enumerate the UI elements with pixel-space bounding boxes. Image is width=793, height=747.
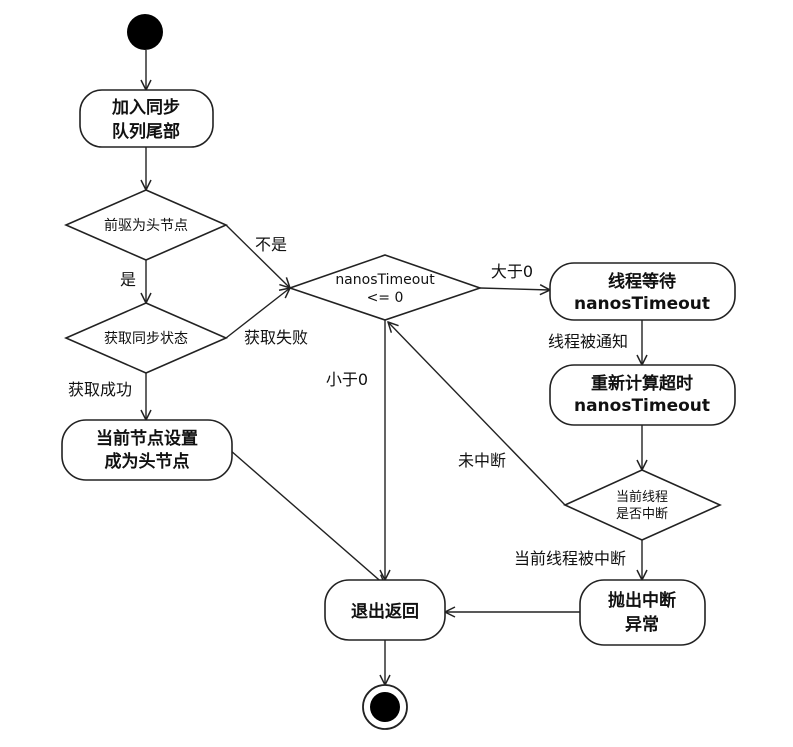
label-thread-notified: 线程被通知 [548,332,628,351]
recalc-timeout-node: 重新计算超时 nanosTimeout [549,364,736,426]
set-head-line-1: 当前节点设置 [96,428,198,449]
label-less-than-zero: 小于0 [326,370,368,389]
label-yes: 是 [120,270,136,289]
set-head-node: 当前节点设置 成为头节点 [61,419,233,481]
end-node [362,684,408,730]
throw-interrupt-line-1: 抛出中断 [608,590,676,611]
recalc-line-1: 重新计算超时 [591,373,693,394]
edge-acquire-failed [225,288,290,339]
edge-sethead-to-exit [229,449,385,585]
throw-interrupt-line-2: 异常 [625,614,659,635]
label-acquire-failed: 获取失败 [244,328,308,347]
enqueue-line-2: 队列尾部 [112,121,180,142]
recalc-line-2: nanosTimeout [574,396,710,416]
acquire-state-label: 获取同步状态 [104,331,188,347]
edge-greater-than-zero [479,288,550,290]
nanos-check-line-2: <= 0 [367,290,404,306]
start-node [127,14,163,50]
throw-interrupt-node: 抛出中断 异常 [579,579,706,646]
label-greater-than-zero: 大于0 [491,262,533,281]
pred-is-head-decision: 前驱为头节点 [64,189,228,261]
enqueue-node: 加入同步 队列尾部 [79,89,214,148]
pred-is-head-label: 前驱为头节点 [104,217,188,234]
interrupt-check-decision: 当前线程 是否中断 [563,469,722,541]
nanos-timeout-decision: nanosTimeout <= 0 [287,254,483,321]
enqueue-line-1: 加入同步 [111,97,180,118]
set-head-line-2: 成为头节点 [105,451,190,472]
interrupt-check-line-1: 当前线程 [616,489,668,505]
thread-wait-line-1: 线程等待 [608,271,676,292]
label-interrupted: 当前线程被中断 [514,549,626,568]
thread-wait-node: 线程等待 nanosTimeout [549,262,736,321]
thread-wait-line-2: nanosTimeout [574,294,710,314]
acquire-state-decision: 获取同步状态 [64,302,228,374]
exit-return-label: 退出返回 [351,601,419,622]
interrupt-check-line-2: 是否中断 [616,507,668,522]
label-acquire-success: 获取成功 [68,380,132,399]
label-not-interrupted: 未中断 [458,451,506,470]
edge-not-interrupted [388,322,566,506]
exit-return-node: 退出返回 [324,579,446,641]
nanos-check-line-1: nanosTimeout [335,272,435,288]
edge-pred-not-head [225,224,290,288]
label-not: 不是 [255,235,287,254]
